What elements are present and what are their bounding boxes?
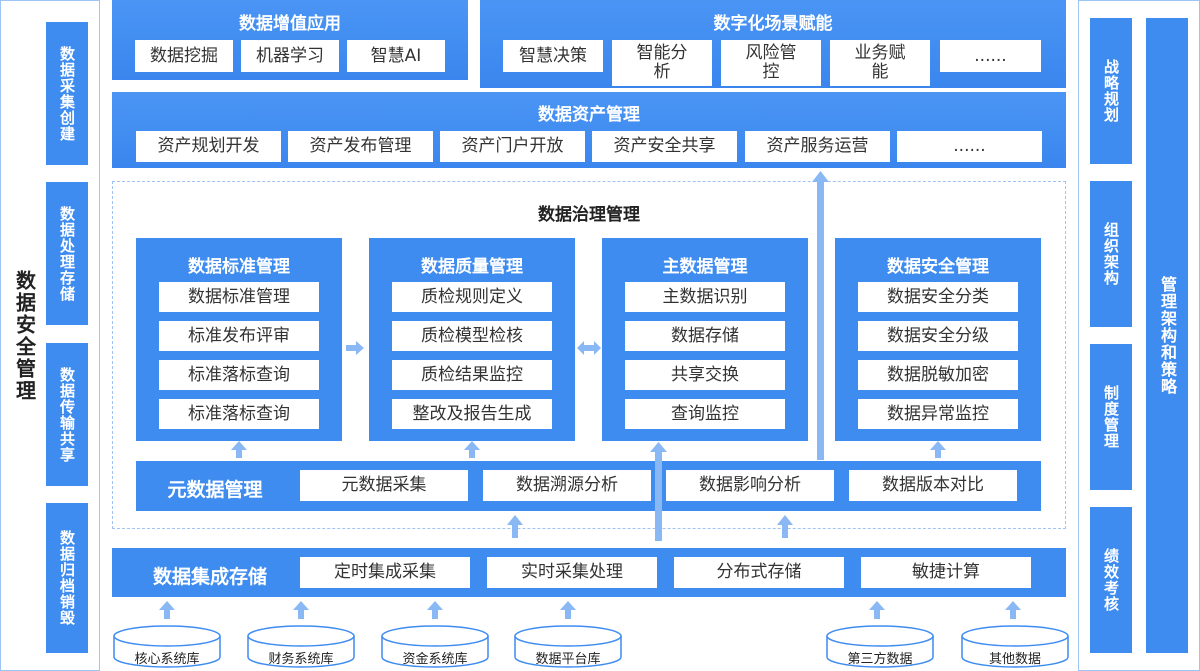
metadata-title: 元数据管理 (167, 479, 263, 501)
module-standard-item-1: 标准发布评审 (159, 321, 319, 351)
module-master-title: 主数据管理 (662, 257, 748, 277)
module-standard-item-3: 标准落标查询 (159, 399, 319, 429)
right-item-strategy: 战略规划 (1090, 18, 1132, 164)
metadata-item-1: 数据溯源分析 (483, 470, 651, 501)
module-master-item-1: 数据存储 (625, 321, 785, 351)
scenario-item-analysis-text: 智能分析 (636, 43, 688, 82)
asset-item-5: ...... (897, 131, 1042, 162)
module-master-item-2: 共享交换 (625, 360, 785, 390)
arrow-up-source-4 (869, 601, 885, 619)
module-standard-title: 数据标准管理 (188, 257, 290, 277)
source-label-0: 核心系统库 (134, 652, 200, 667)
module-quality-item-1: 质检模型检核 (392, 321, 552, 351)
scenario-item-more: ...... (940, 40, 1041, 72)
right-item-org: 组织架构 (1090, 181, 1132, 327)
module-standard-item-0: 数据标准管理 (159, 282, 319, 312)
module-security-item-0: 数据安全分类 (858, 282, 1018, 312)
value-add-item-mining: 数据挖掘 (135, 40, 233, 72)
asset-item-2: 资产门户开放 (440, 131, 585, 162)
metadata-item-3: 数据版本对比 (849, 470, 1017, 501)
module-quality-item-3: 整改及报告生成 (392, 399, 552, 429)
value-add-title: 数据增值应用 (239, 14, 341, 34)
module-quality-item-2: 质检结果监控 (392, 360, 552, 390)
left-panel-title: 数据安全管理 (12, 270, 37, 402)
source-label-2: 资金系统库 (402, 652, 468, 667)
module-master-item-3: 查询监控 (625, 399, 785, 429)
integration-item-3: 敏捷计算 (861, 557, 1031, 588)
scenario-title: 数字化场景赋能 (713, 14, 833, 34)
arrow-up-source-5 (1005, 601, 1021, 619)
module-master-item-0: 主数据识别 (625, 282, 785, 312)
metadata-item-2: 数据影响分析 (666, 470, 834, 501)
scenario-item-analysis: 智能分析 (612, 40, 712, 86)
module-security-item-2: 数据脱敏加密 (858, 360, 1018, 390)
module-security-title: 数据安全管理 (887, 257, 989, 277)
module-security-item-1: 数据安全分级 (858, 321, 1018, 351)
value-add-item-ml: 机器学习 (241, 40, 339, 72)
arrow-up-source-3 (560, 601, 576, 619)
source-label-5: 其他数据 (988, 652, 1041, 667)
metadata-item-0: 元数据采集 (300, 470, 468, 501)
integration-title: 数据集成存储 (152, 566, 267, 588)
integration-item-0: 定时集成采集 (300, 557, 470, 588)
asset-item-0: 资产规划开发 (136, 131, 281, 162)
module-quality-item-0: 质检规则定义 (392, 282, 552, 312)
arrow-up-source-1 (293, 601, 309, 619)
left-item-collect: 数据采集创建 (46, 22, 88, 165)
right-item-kpi: 绩效考核 (1090, 507, 1132, 653)
scenario-item-decision: 智慧决策 (503, 40, 603, 72)
asset-title: 数据资产管理 (538, 105, 640, 125)
scenario-item-business-text: 业务赋能 (854, 43, 906, 82)
integration-item-2: 分布式存储 (674, 557, 844, 588)
source-label-1: 财务系统库 (268, 652, 334, 667)
value-add-item-ai: 智慧AI (347, 40, 445, 72)
scenario-item-risk-text: 风险管控 (745, 43, 797, 82)
left-item-process: 数据处理存储 (46, 182, 88, 325)
asset-item-1: 资产发布管理 (288, 131, 433, 162)
module-security-item-3: 数据异常监控 (858, 399, 1018, 429)
governance-frame (112, 181, 1066, 529)
scenario-item-business: 业务赋能 (830, 40, 930, 86)
arrow-up-source-0 (159, 601, 175, 619)
governance-title: 数据治理管理 (538, 205, 640, 225)
source-label-3: 数据平台库 (535, 652, 601, 667)
integration-item-1: 实时采集处理 (487, 557, 657, 588)
asset-item-4: 资产服务运营 (745, 131, 890, 162)
right-item-policy: 制度管理 (1090, 344, 1132, 490)
scenario-item-risk: 风险管控 (721, 40, 821, 86)
left-item-transfer: 数据传输共享 (46, 343, 88, 486)
arrow-up-source-2 (427, 601, 443, 619)
module-standard-item-2: 标准落标查询 (159, 360, 319, 390)
right-side-title: 管理架构和策略 (1146, 18, 1188, 653)
left-item-archive: 数据归档销毁 (46, 503, 88, 653)
source-label-4: 第三方数据 (847, 652, 913, 667)
module-quality-title: 数据质量管理 (421, 257, 523, 277)
asset-item-3: 资产安全共享 (592, 131, 737, 162)
